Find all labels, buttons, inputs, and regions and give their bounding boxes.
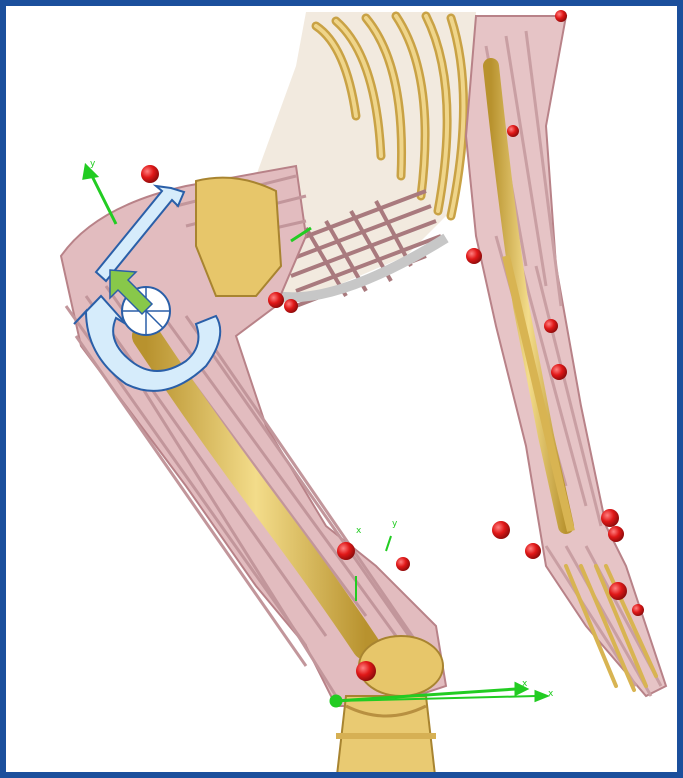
marker <box>544 319 558 333</box>
musculoskeletal-scene[interactable]: y y x x x <box>6 6 683 778</box>
axis-label-x: x <box>522 679 528 689</box>
marker <box>632 604 644 616</box>
marker <box>551 364 567 380</box>
marker <box>507 125 519 137</box>
marker <box>492 521 510 539</box>
marker <box>601 509 619 527</box>
marker <box>268 292 284 308</box>
marker <box>141 165 159 183</box>
distal-arm <box>466 16 666 696</box>
axis-label-y: y <box>90 159 96 169</box>
marker <box>466 248 482 264</box>
marker <box>608 526 624 542</box>
marker <box>284 299 298 313</box>
marker <box>396 557 410 571</box>
marker <box>337 542 355 560</box>
marker <box>525 543 541 559</box>
marker <box>555 10 567 22</box>
axis-label-x: x <box>548 689 554 699</box>
axis-label-y: y <box>392 519 398 529</box>
marker <box>609 582 627 600</box>
axis-label-x: x <box>356 526 362 536</box>
marker <box>356 661 376 681</box>
